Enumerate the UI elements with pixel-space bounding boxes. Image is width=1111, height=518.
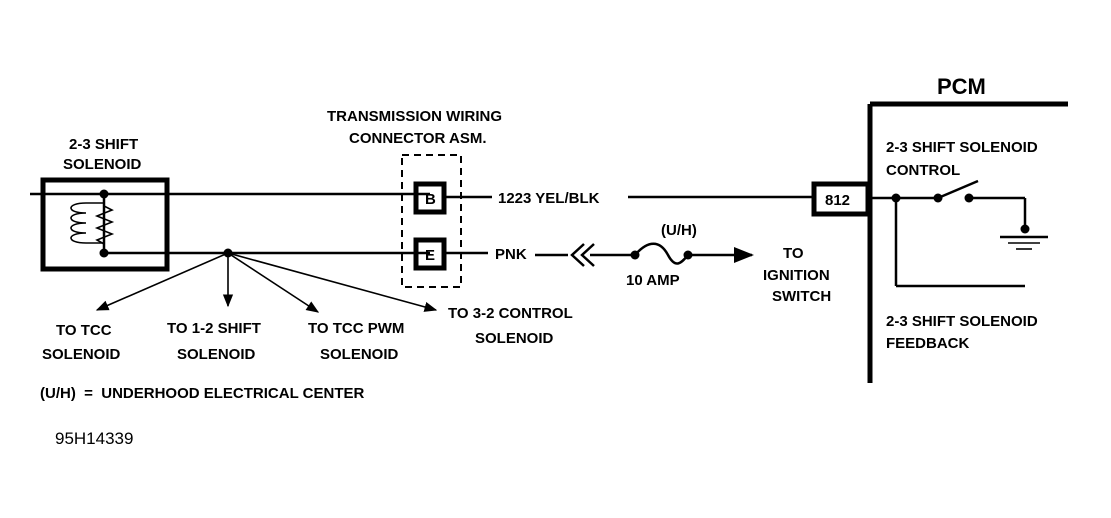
figure-id: 95H14339 (55, 429, 133, 448)
ground-icon (1000, 235, 1048, 250)
fuse-symbol (630, 242, 693, 265)
splice-branches (95, 248, 438, 313)
branch-tccpwm-line2: SOLENOID (320, 346, 399, 363)
svg-text:B: B (425, 191, 436, 208)
pcm-control-line2: CONTROL (886, 162, 960, 179)
fuse-location-label: (U/H) (661, 222, 697, 239)
pcm-control-line1: 2-3 SHIFT SOLENOID (886, 139, 1038, 156)
solenoid-label-line2: SOLENOID (63, 156, 142, 173)
branch-32-line2: SOLENOID (475, 330, 554, 347)
branch-tcc-line1: TO TCC (56, 322, 112, 339)
svg-text:812: 812 (825, 192, 850, 209)
connector-pin-b: B (413, 181, 447, 215)
bottom-wire-label: PNK (495, 246, 527, 263)
pcm-title: PCM (937, 74, 986, 99)
ignition-line1: TO (783, 245, 804, 262)
branch-shift12-line2: SOLENOID (177, 346, 256, 363)
pcm-pin-812: 812 (811, 181, 871, 217)
pcm-feedback-line (894, 198, 1025, 288)
connector-label-line1: TRANSMISSION WIRING (327, 108, 502, 125)
pcm-internal-switch (870, 179, 1030, 234)
branch-tccpwm-line1: TO TCC PWM (308, 320, 404, 337)
connector-label-line2: CONNECTOR ASM. (349, 130, 487, 147)
branch-tcc-line2: SOLENOID (42, 346, 121, 363)
solenoid-symbol (30, 177, 430, 272)
pcm-feedback-line2: FEEDBACK (886, 335, 970, 352)
solenoid-label-line1: 2-3 SHIFT (69, 136, 138, 153)
branch-shift12-line1: TO 1-2 SHIFT (167, 320, 261, 337)
pcm-outline (867, 101, 1068, 383)
ignition-line3: SWITCH (772, 288, 831, 305)
fuse-rating-label: 10 AMP (626, 272, 680, 289)
legend-text: (U/H) = UNDERHOOD ELECTRICAL CENTER (40, 385, 364, 402)
branch-32-line1: TO 3-2 CONTROL (448, 305, 573, 322)
ignition-line2: IGNITION (763, 267, 830, 284)
inline-connector-symbol (570, 243, 595, 267)
pcm-feedback-line1: 2-3 SHIFT SOLENOID (886, 313, 1038, 330)
svg-text:E: E (425, 247, 435, 264)
connector-outline (401, 154, 462, 288)
top-wire-label: 1223 YEL/BLK (498, 190, 600, 207)
